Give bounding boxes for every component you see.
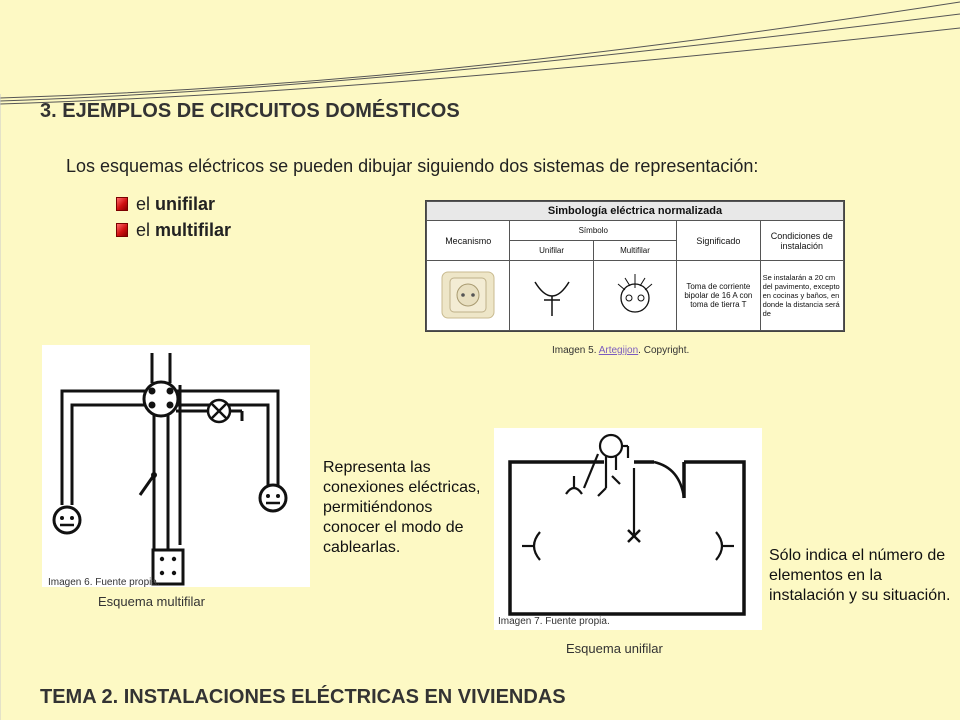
col-condiciones: Condiciones de instalación	[759, 220, 845, 261]
multifilar-circuit-drawing	[52, 353, 288, 586]
unifilar-socket-symbol-icon	[533, 281, 570, 316]
multifilar-socket-symbol-icon	[617, 273, 653, 313]
label-esquema-unifilar: Esquema unifilar	[566, 641, 663, 656]
slide-title: 3. EJEMPLOS DE CIRCUITOS DOMÉSTICOS	[40, 100, 460, 122]
unifilar-diagram	[494, 428, 762, 630]
bullet-prefix: el	[136, 194, 156, 214]
unifilar-description: Sólo indica el número de elementos en la…	[769, 547, 951, 604]
slide-footer: TEMA 2. INSTALACIONES ELÉCTRICAS EN VIVI…	[40, 686, 566, 708]
bullet-marker-icon	[116, 197, 128, 211]
socket-photo-icon	[441, 271, 495, 318]
unifilar-symbol	[509, 260, 594, 331]
unifilar-circuit-drawing	[508, 433, 746, 616]
col-unifilar: Unifilar	[509, 240, 594, 261]
bullet-prefix: el	[136, 220, 156, 240]
caption-imagen-6: Imagen 6. Fuente propia.	[48, 577, 160, 588]
significado-text: Toma de corriente bipolar de 16 A con to…	[676, 260, 761, 331]
caption-imagen-5: Imagen 5. Artegijon. Copyright.	[552, 345, 690, 356]
multifilar-description: Representa las conexiones eléctricas, pe…	[323, 459, 481, 556]
bullet-term: multifilar	[155, 220, 232, 240]
col-multifilar: Multifilar	[592, 240, 678, 261]
bullet-unifilar: el unifilar	[116, 194, 215, 215]
bullet-marker-icon	[116, 223, 128, 237]
symbol-table-image: Simbología eléctrica normalizada Mecanis…	[425, 200, 845, 332]
col-significado: Significado	[676, 220, 761, 261]
condiciones-text: Se instalarán a 20 cm del pavimento, exc…	[759, 260, 845, 331]
socket-photo	[425, 260, 511, 331]
artegijon-link[interactable]: Artegijon	[598, 345, 639, 356]
col-simbolo: Símbolo	[509, 220, 678, 241]
multifilar-diagram	[42, 345, 310, 587]
label-esquema-multifilar: Esquema multifilar	[98, 594, 205, 609]
symbol-table-title: Simbología eléctrica normalizada	[426, 201, 844, 221]
intro-text: Los esquemas eléctricos se pueden dibuja…	[66, 156, 759, 176]
bullet-term: unifilar	[155, 194, 216, 214]
caption-imagen-7: Imagen 7. Fuente propia.	[498, 616, 610, 627]
col-mecanismo: Mecanismo	[425, 220, 511, 261]
multifilar-symbol	[592, 260, 678, 331]
bullet-multifilar: el multifilar	[116, 220, 231, 241]
